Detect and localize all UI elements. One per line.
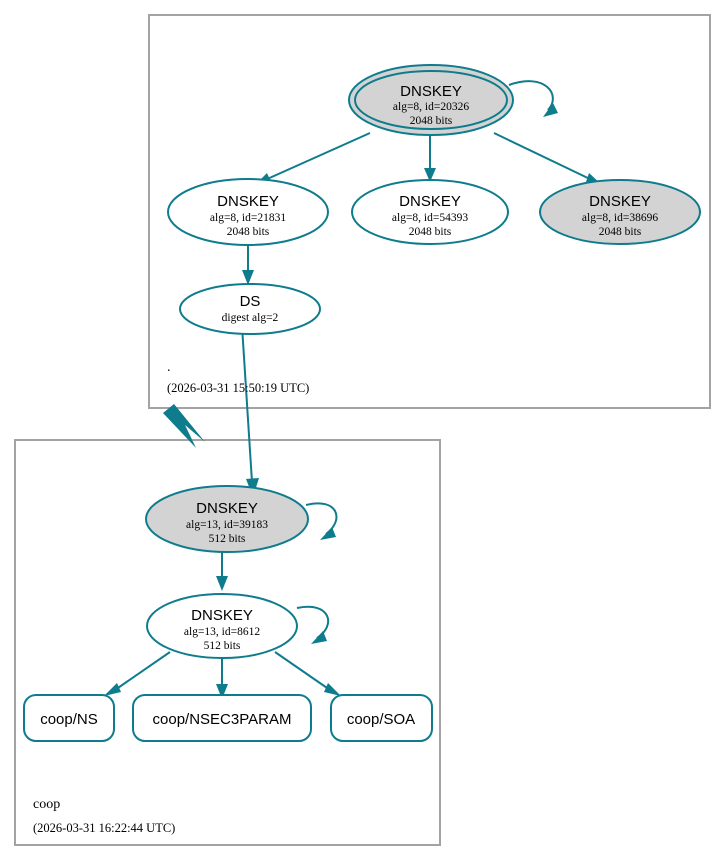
self-loop-root-ksk <box>508 80 558 117</box>
node-subtitle-bits: 2048 bits <box>409 226 452 238</box>
node-coop-soa[interactable]: coop/SOA <box>330 694 433 742</box>
edge-root-ksk-to-zsk-54393 <box>424 135 436 182</box>
node-subtitle-alg: alg=8, id=38696 <box>582 212 658 224</box>
zone-label-coop: coop <box>33 797 60 812</box>
node-subtitle-digest: digest alg=2 <box>222 312 279 324</box>
node-subtitle-bits: 2048 bits <box>410 115 453 127</box>
node-title: DNSKEY <box>196 500 258 517</box>
edge-root-ksk-to-zsk-38696 <box>493 132 602 185</box>
zone-delegation-arrow <box>163 404 205 448</box>
node-subtitle-bits: 512 bits <box>209 533 246 545</box>
zone-box-root <box>148 14 711 409</box>
node-root-ksk-20326[interactable]: DNSKEY alg=8, id=20326 2048 bits <box>348 64 514 136</box>
edge-coop-zsk-to-nsec3param <box>216 659 228 699</box>
zone-timestamp-root: (2026-03-31 15:50:19 UTC) <box>167 381 309 395</box>
edge-coop-ksk-to-zsk <box>216 552 228 591</box>
node-coop-ns[interactable]: coop/NS <box>23 694 115 742</box>
node-root-zsk-38696[interactable]: DNSKEY alg=8, id=38696 2048 bits <box>539 179 701 245</box>
record-label: coop/NSEC3PARAM <box>153 711 292 728</box>
zone-box-coop <box>14 439 441 846</box>
node-subtitle-alg: alg=13, id=39183 <box>186 519 268 531</box>
node-title: DNSKEY <box>400 83 462 100</box>
edge-coop-zsk-to-soa <box>274 651 341 696</box>
node-subtitle-alg: alg=8, id=20326 <box>393 101 469 113</box>
record-label: coop/NS <box>40 711 98 728</box>
edge-root-ksk-to-zsk-21831 <box>255 132 371 185</box>
node-subtitle-alg: alg=8, id=54393 <box>392 212 468 224</box>
zone-timestamp-coop: (2026-03-31 16:22:44 UTC) <box>33 821 175 835</box>
zone-label-root: . <box>167 360 171 375</box>
self-loop-coop-ksk <box>305 502 338 540</box>
node-title: DNSKEY <box>589 193 651 210</box>
node-root-zsk-21831[interactable]: DNSKEY alg=8, id=21831 2048 bits <box>167 178 329 246</box>
node-root-ds[interactable]: DS digest alg=2 <box>179 283 321 335</box>
node-title: DNSKEY <box>399 193 461 210</box>
node-title: DNSKEY <box>191 607 253 624</box>
edge-root-ds-to-coop-ksk <box>241 325 259 497</box>
node-coop-nsec3param[interactable]: coop/NSEC3PARAM <box>132 694 312 742</box>
node-subtitle-alg: alg=8, id=21831 <box>210 212 286 224</box>
self-loop-coop-zsk <box>296 605 330 644</box>
edge-coop-zsk-to-ns <box>104 651 171 696</box>
node-subtitle-bits: 512 bits <box>204 640 241 652</box>
node-subtitle-alg: alg=13, id=8612 <box>184 626 260 638</box>
edge-root-zsk-21831-to-ds <box>242 242 254 285</box>
node-coop-ksk-39183[interactable]: DNSKEY alg=13, id=39183 512 bits <box>145 485 309 553</box>
node-title: DNSKEY <box>217 193 279 210</box>
node-subtitle-bits: 2048 bits <box>599 226 642 238</box>
node-title: DS <box>240 293 261 310</box>
node-root-zsk-54393[interactable]: DNSKEY alg=8, id=54393 2048 bits <box>351 179 509 245</box>
node-coop-zsk-8612[interactable]: DNSKEY alg=13, id=8612 512 bits <box>146 593 298 659</box>
node-subtitle-bits: 2048 bits <box>227 226 270 238</box>
record-label: coop/SOA <box>347 711 415 728</box>
